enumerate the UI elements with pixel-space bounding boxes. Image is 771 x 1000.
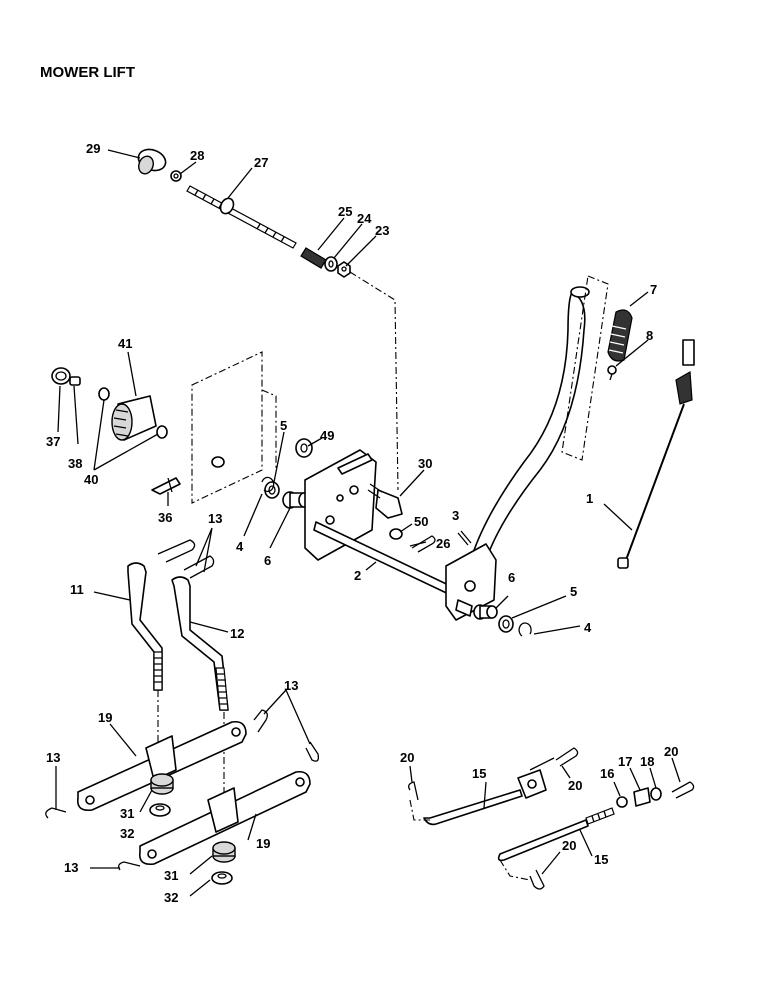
nut-28 — [170, 170, 182, 182]
callout-6-left: 6 — [264, 553, 271, 568]
callout-12: 12 — [230, 626, 244, 641]
nut-50 — [389, 528, 403, 540]
lift-link-11 — [127, 562, 163, 691]
clevis-pin-3 — [457, 530, 472, 546]
callout-26: 26 — [436, 536, 450, 551]
hairpins-20 — [408, 747, 695, 890]
clip-36 — [151, 477, 181, 495]
nut-31-lower — [212, 841, 236, 863]
callout-41: 41 — [118, 336, 132, 351]
callout-37: 37 — [46, 434, 60, 449]
hairpin-13-arms — [45, 709, 320, 871]
callouts: 29 28 27 25 24 23 7 8 41 37 38 40 36 5 4… — [46, 141, 678, 905]
callout-31-upper: 31 — [120, 806, 134, 821]
callout-13-left: 13 — [46, 750, 60, 765]
bushing-6-right — [473, 604, 498, 620]
grip-7 — [607, 309, 633, 362]
callout-20-mid: 20 — [568, 778, 582, 793]
callout-17: 17 — [618, 754, 632, 769]
lift-handle — [445, 286, 590, 621]
callout-8: 8 — [646, 328, 653, 343]
callout-20-right: 20 — [664, 744, 678, 759]
trunnion-30 — [367, 483, 403, 519]
callout-7: 7 — [650, 282, 657, 297]
height-knob-41 — [111, 395, 157, 441]
washer-24 — [324, 256, 338, 272]
pivot-stud — [211, 456, 225, 468]
callout-3: 3 — [452, 508, 459, 523]
callout-13-top: 13 — [208, 511, 222, 526]
retaining-ring-4-left — [261, 476, 275, 493]
callout-13-bottom: 13 — [64, 860, 78, 875]
callout-32-upper: 32 — [120, 826, 134, 841]
button-8 — [607, 365, 617, 381]
callout-28: 28 — [190, 148, 204, 163]
callout-29: 29 — [86, 141, 100, 156]
callout-5-left: 5 — [280, 418, 287, 433]
assembly-line-rod — [349, 271, 399, 491]
callout-36: 36 — [158, 510, 172, 525]
callout-15-lower: 15 — [594, 852, 608, 867]
ferrule-16-17-18 — [616, 787, 662, 808]
lift-bracket-plate — [304, 449, 377, 561]
callout-31-lower: 31 — [164, 868, 178, 883]
callout-50: 50 — [414, 514, 428, 529]
hairpin-26 — [411, 535, 436, 553]
knob-29 — [137, 148, 167, 175]
callout-16: 16 — [600, 766, 614, 781]
washer-49 — [295, 438, 313, 458]
nut-32-lower — [211, 871, 233, 885]
screw-38 — [69, 376, 81, 386]
lift-rod-15-lower — [497, 807, 615, 881]
callout-11: 11 — [70, 582, 84, 597]
callout-40: 40 — [84, 472, 98, 487]
callout-24: 24 — [357, 211, 372, 226]
callout-27: 27 — [254, 155, 268, 170]
callout-20-bottom: 20 — [562, 838, 576, 853]
retaining-ring-4-right — [518, 622, 532, 637]
callout-5-right: 5 — [570, 584, 577, 599]
release-rod-1 — [617, 339, 695, 569]
nut-32-upper — [149, 803, 171, 817]
washer-5-right — [498, 615, 514, 633]
callout-18: 18 — [640, 754, 654, 769]
adjust-rod-27 — [186, 185, 297, 249]
callout-4-left: 4 — [236, 539, 244, 554]
lift-arm-19-upper — [76, 720, 247, 812]
callout-15-upper: 15 — [472, 766, 486, 781]
callout-2: 2 — [354, 568, 361, 583]
lift-link-12 — [171, 576, 229, 711]
callout-19-upper: 19 — [98, 710, 112, 725]
callout-25: 25 — [338, 204, 352, 219]
callout-20-left: 20 — [400, 750, 414, 765]
callout-49: 49 — [320, 428, 334, 443]
callout-19-lower: 19 — [256, 836, 270, 851]
leader-lines — [55, 149, 681, 897]
callout-1: 1 — [586, 491, 593, 506]
retainer-37 — [51, 367, 71, 385]
lift-arm-19-lower — [138, 770, 311, 866]
callout-6-right: 6 — [508, 570, 515, 585]
callout-30: 30 — [418, 456, 432, 471]
page-title: MOWER LIFT — [40, 64, 135, 81]
grip-outline — [561, 275, 609, 461]
callout-13-arms: 13 — [284, 678, 298, 693]
lift-rod-15-upper — [409, 757, 555, 826]
callout-4-right: 4 — [584, 620, 592, 635]
hairpin-13-top — [157, 539, 215, 579]
nut-31-upper — [150, 773, 174, 795]
frame-outline — [191, 351, 263, 504]
spring-25 — [300, 247, 327, 269]
callout-38: 38 — [68, 456, 82, 471]
callout-32-lower: 32 — [164, 890, 178, 905]
callout-23: 23 — [375, 223, 389, 238]
